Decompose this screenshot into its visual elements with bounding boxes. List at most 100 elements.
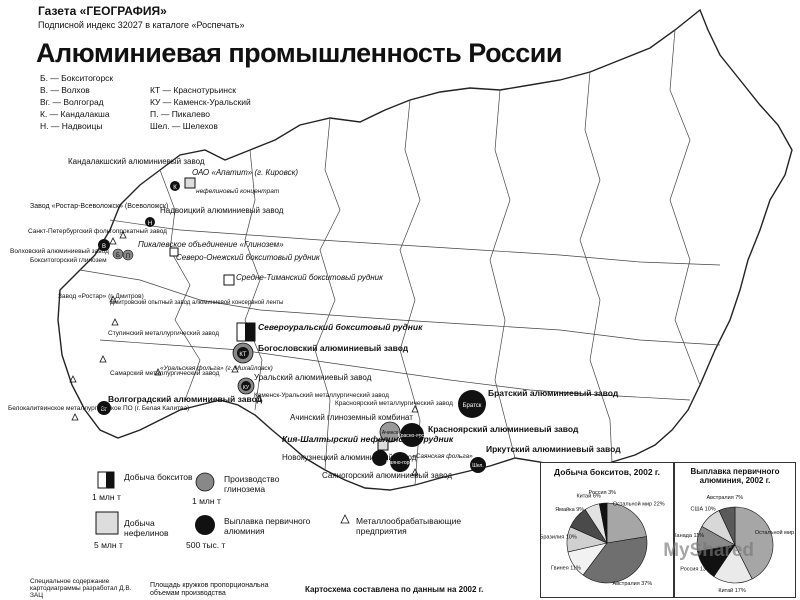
- smelter-markers: К Н В Б П КТ КУ Вг Ачинск Красно-ярск Са…: [97, 181, 486, 473]
- smelter-marker-shelekhov: [470, 457, 486, 473]
- label-kiya-shaltyr: Кия-Шалтырский нефелиновый рудник: [282, 434, 454, 444]
- metalworking-marker: [411, 468, 419, 476]
- pie-slice-label: Китай 17%: [718, 587, 746, 594]
- abbr-item: КТ — Краснотурьинск: [150, 85, 236, 95]
- pie-slice-label: Гвинея 11%: [551, 566, 581, 572]
- pie-slice-label: США 10%: [690, 506, 715, 512]
- label-dmitrov-foil: Дмитровский опытный завод алюминиевой ко…: [110, 299, 283, 306]
- bauxite-mine-marker-fill: [245, 323, 255, 341]
- abbr-item: Н. — Надвоицы: [40, 121, 103, 131]
- abbr-item: КУ — Каменск-Уральский: [150, 97, 251, 107]
- alumina-marker-pikalevo: [122, 249, 134, 261]
- smelter-marker-kandalaksha: [170, 181, 180, 191]
- nepheline-marker-apatit: [184, 177, 196, 189]
- metalworking-marker: [111, 318, 119, 326]
- metalworking-marker: [69, 375, 77, 383]
- legend-bauxite-label: Добыча бокситов: [124, 472, 193, 482]
- marker-label: Ачинск: [382, 430, 399, 436]
- pie-chart-bauxite: Остальной мир 22%Австралия 37%Гвинея 11%…: [541, 490, 665, 587]
- metalworking-marker: [411, 405, 419, 413]
- watermark: MyShared: [663, 540, 754, 561]
- label-kandalaksha: Кандалакшский алюминиевый завод: [68, 157, 205, 166]
- bauxite-mine-marker: [169, 247, 179, 257]
- pie-slice-label: Россия 3%: [589, 490, 617, 496]
- legend-alumina-symbol: [195, 472, 215, 492]
- chart-bauxite: Добыча бокситов, 2002 г. Остальной мир 2…: [540, 462, 674, 598]
- abbr-item: К. — Кандалакша: [40, 109, 110, 119]
- marker-label: Шел.: [472, 463, 484, 469]
- legend-symbols: [95, 471, 350, 535]
- chart-aluminum: Выплавка первичного алюминия, 2002 г. Ос…: [674, 462, 796, 598]
- marker-label: В: [102, 244, 106, 250]
- abbreviations-right: КТ — Краснотурьинск КУ — Каменск-Уральск…: [150, 84, 251, 132]
- abbr-item: Вг. — Волгоград: [40, 97, 104, 107]
- legend-smelting-label: Выплавка первичного алюминия: [224, 516, 311, 536]
- metalworking-marker: [99, 355, 107, 363]
- legend-nepheline-symbol: [95, 511, 119, 535]
- metalworking-marker: [71, 413, 79, 421]
- metalworking-markers: [69, 231, 419, 476]
- label-apatit: ОАО «Апатит» (г. Кировск): [192, 168, 298, 177]
- legend-alumina-label: Производство глинозема: [224, 474, 280, 494]
- smelter-marker-bratsk: [458, 390, 486, 418]
- label-pikalevo: Пикалевское объединение «Глинозем»: [138, 240, 284, 249]
- legend-alumina-scale: 1 млн т: [192, 496, 221, 506]
- marker-label: Красно-ярск: [398, 433, 427, 439]
- label-severouralsk: Североуральский бокситовый рудник: [258, 322, 423, 332]
- label-irkutsk: Иркутский алюминиевый завод: [486, 444, 621, 454]
- label-volgograd: Волгоградский алюминиевый завод: [108, 394, 263, 404]
- label-novokuznetsk: Новокузнецкий алюминиевый завод: [282, 453, 417, 462]
- legend-smelting-symbol: [195, 515, 215, 535]
- metalworking-marker: [119, 231, 127, 239]
- pie-slice-label: Ямайка 9%: [555, 506, 584, 513]
- abbr-item: П. — Пикалево: [150, 109, 211, 119]
- marker-label: Б: [116, 253, 120, 259]
- marker-label: КТ: [239, 352, 246, 358]
- abbr-item: Шел. — Шелехов: [150, 121, 218, 131]
- bauxite-mine-markers: [169, 247, 256, 342]
- label-sayanogorsk: Саяногорский алюминиевый завод: [322, 471, 452, 480]
- pie-slice: [734, 506, 774, 580]
- marker-label: Саяно-горск: [386, 460, 415, 466]
- legend-bauxite-symbol-fill: [106, 472, 114, 488]
- pie-slice-label: Австралия 7%: [707, 495, 744, 501]
- legend-bauxite-scale: 1 млн т: [92, 492, 121, 502]
- metalworking-marker: [109, 295, 117, 303]
- marker-label: Братск: [463, 403, 482, 409]
- label-ural-foil: «Уральская фольга» (г. Михайловск): [160, 364, 273, 372]
- smelter-marker-krasnoyarsk: [400, 423, 424, 447]
- label-apatit-sub: нефелиновый концентрат: [196, 187, 280, 195]
- bauxite-mine-marker: [223, 274, 235, 286]
- russia-outline: [57, 8, 793, 491]
- label-krasnoyarsk-metal: Красноярский металлургический завод: [335, 399, 453, 407]
- pie-slice: [599, 502, 608, 544]
- abbr-item: В. — Волхов: [40, 85, 90, 95]
- marker-label: К: [173, 185, 177, 191]
- label-bratsk: Братский алюминиевый завод: [488, 388, 619, 398]
- pie-slice-label: Остальной мир 22%: [613, 501, 665, 508]
- legend-smelting-scale: 500 тыс. т: [186, 540, 226, 550]
- abbr-item: Б. — Бокситогорск: [40, 73, 114, 83]
- nepheline-marker-kiya-shaltyr: [377, 439, 389, 451]
- label-ural-aluminum: Уральский алюминиевый завод: [254, 373, 372, 382]
- label-volkhov: Волховский алюминиевый завод: [10, 247, 109, 255]
- chart-title: Выплавка первичного алюминия, 2002 г.: [690, 467, 780, 485]
- marker-label: КУ: [243, 385, 250, 391]
- label-bogoslovsk: Богословский алюминиевый завод: [258, 343, 409, 353]
- label-kamensk: Каменск-Уральский металлургический завод: [254, 391, 389, 399]
- metalworking-marker: [231, 365, 239, 373]
- pie-chart-aluminum: Остальной мир 43%Китай 17%Россия 13%Кана…: [675, 495, 795, 594]
- label-samara: Самарский металлургический завод: [110, 369, 220, 377]
- marker-label: Н: [148, 221, 152, 227]
- smelter-marker-volkhov: [98, 239, 110, 251]
- region-borders: [79, 29, 721, 486]
- subscription-index: Подписной индекс 32027 в каталоге «Роспе…: [38, 20, 245, 30]
- pie-slice-label: Россия 13%: [680, 567, 711, 573]
- label-rostar-dmitrov: Завод «Ростар» (г. Дмитров): [58, 293, 144, 300]
- footer-author: Специальное содержание картодиаграммы ра…: [30, 578, 132, 599]
- footer-source: Картосхема составлена по данным на 2002 …: [305, 585, 484, 594]
- legend-metalworking-symbol: [340, 514, 350, 524]
- label-boksitogorsk: Бокситогорский глинозем: [30, 256, 107, 264]
- pie-slice: [606, 502, 647, 544]
